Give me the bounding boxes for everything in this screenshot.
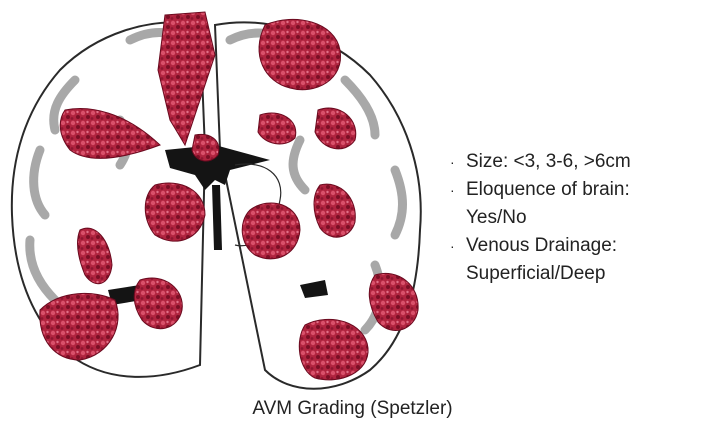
third-ventricle — [212, 185, 222, 250]
avm-periventricular-small — [192, 134, 219, 161]
criterion-venous-drainage: · Venous Drainage: Superficial/Deep — [448, 232, 631, 288]
brain-coronal-illustration — [0, 0, 440, 400]
criterion-text: Venous Drainage: — [466, 235, 617, 256]
criterion-size: · Size: <3, 3-6, >6cm — [448, 148, 631, 176]
criterion-options: Superficial/Deep — [466, 260, 631, 288]
criterion-eloquence: · Eloquence of brain: Yes/No — [448, 176, 631, 232]
bullet-icon: · — [450, 148, 455, 176]
bullet-icon: · — [450, 176, 455, 204]
grading-criteria-list: · Size: <3, 3-6, >6cm · Eloquence of bra… — [448, 148, 631, 288]
criterion-options: Yes/No — [466, 204, 631, 232]
bullet-icon: · — [450, 232, 455, 260]
criterion-text: Size: <3, 3-6, >6cm — [466, 151, 631, 172]
figure-caption: AVM Grading (Spetzler) — [0, 398, 705, 420]
avm-thalamic-right — [242, 203, 300, 259]
criterion-text: Eloquence of brain: — [466, 179, 630, 200]
